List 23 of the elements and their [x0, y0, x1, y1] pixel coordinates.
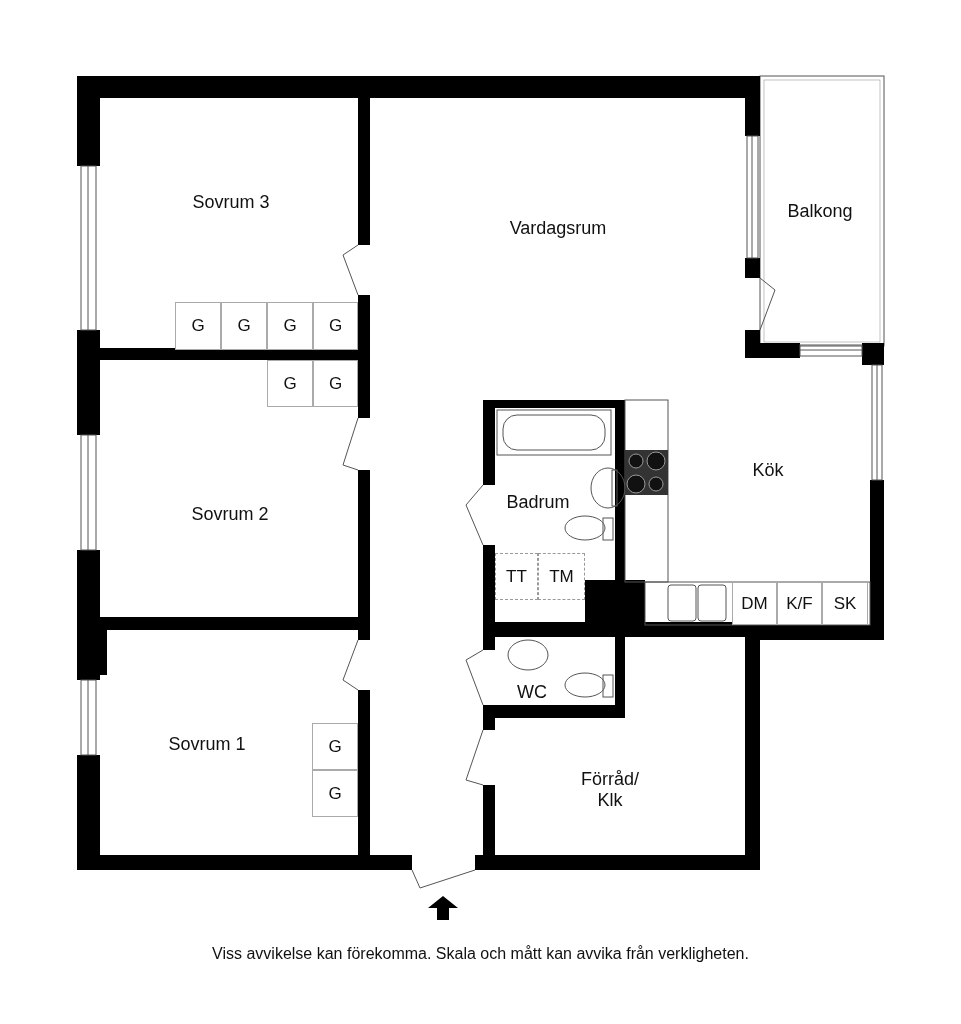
room-name: Förråd/ Klk — [580, 769, 640, 811]
room-name: Balkong — [787, 200, 853, 222]
closet: G — [221, 302, 267, 350]
closet: G — [313, 360, 358, 407]
room-name: Sovrum 3 — [192, 191, 270, 213]
closet: G — [312, 723, 358, 770]
closet: G — [312, 770, 358, 817]
closet: G — [267, 360, 313, 407]
appliance-space: TT — [495, 553, 538, 600]
appliance-space: TM — [538, 553, 585, 600]
closet: G — [267, 302, 313, 350]
room-name: Sovrum 1 — [168, 733, 246, 755]
closet: G — [313, 302, 358, 350]
closet: G — [175, 302, 221, 350]
disclaimer-caption: Viss avvikelse kan förekomma. Skala och mått kan avvika från verkligheten. — [211, 945, 750, 963]
appliance-space: DM — [732, 582, 777, 625]
room-name: WC — [517, 681, 547, 703]
room-name: Vardagsrum — [509, 217, 607, 239]
appliance-space: K/F — [777, 582, 822, 625]
room-name: Sovrum 2 — [191, 503, 269, 525]
appliance-space: SK — [822, 582, 868, 625]
room-name: Kök — [752, 459, 784, 481]
room-name: Badrum — [506, 491, 570, 513]
